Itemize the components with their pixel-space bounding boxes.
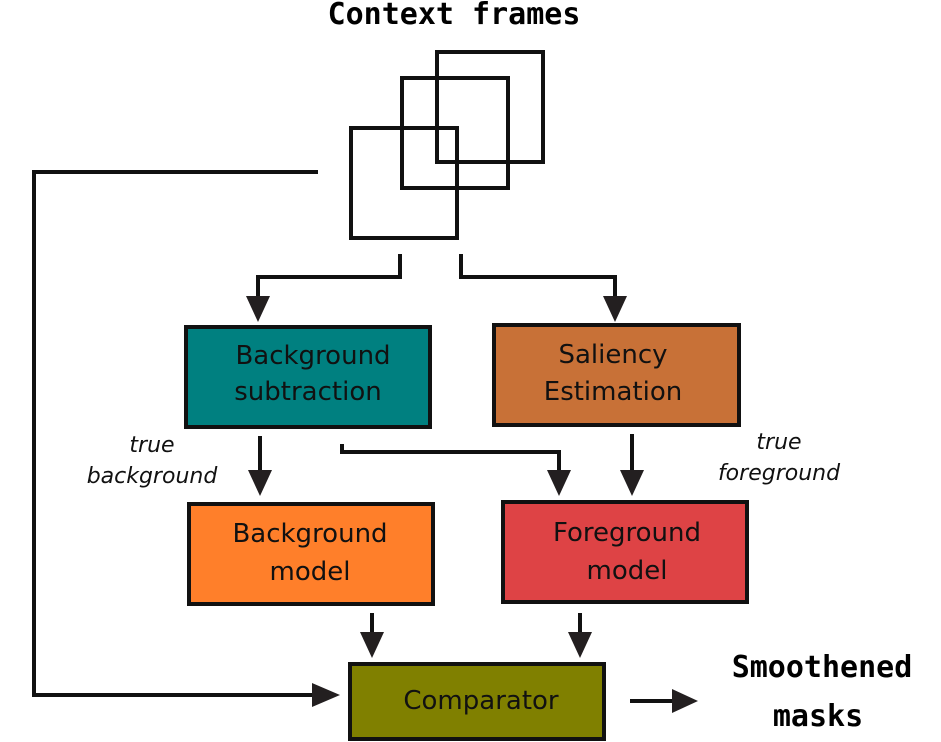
node-foreground-model: Foreground model xyxy=(501,500,749,604)
edge-bg-subtraction-to-fg-model xyxy=(340,444,561,474)
edge-frames-to-bg-subtraction xyxy=(256,254,402,300)
arrowhead-comparator-fg xyxy=(568,632,592,658)
edge-frames-to-comparator xyxy=(32,170,322,697)
output-line2: masks xyxy=(773,699,863,734)
label-line2: background xyxy=(87,464,219,489)
diagram-title: Context frames xyxy=(328,0,581,32)
context-frames-icon xyxy=(349,50,545,240)
node-label-line2: model xyxy=(270,557,351,587)
label-true-background: true background xyxy=(87,433,219,489)
arrowhead-bg-subtraction xyxy=(246,296,270,322)
node-label-line1: Foreground xyxy=(553,518,701,548)
arrowhead-saliency xyxy=(603,296,627,322)
node-label-line2: Estimation xyxy=(544,377,682,407)
node-label: Comparator xyxy=(403,686,559,716)
arrowhead-bg-model xyxy=(248,470,272,496)
label-line1: true xyxy=(129,433,174,458)
node-label-line2: model xyxy=(587,556,668,586)
node-comparator: Comparator xyxy=(348,662,606,741)
node-background-model: Background model xyxy=(187,502,435,606)
node-label-line1: Background xyxy=(232,519,387,549)
label-line2: foreground xyxy=(718,461,841,486)
arrowhead-fg-model-left xyxy=(547,470,571,496)
arrowhead-fg-model-right xyxy=(620,470,644,496)
edges xyxy=(32,170,698,713)
label-true-foreground: true foreground xyxy=(718,430,841,486)
arrowhead-comparator-left xyxy=(312,683,340,707)
output-smoothened-masks: Smoothened masks xyxy=(732,650,913,734)
arrowhead-comparator-bg xyxy=(360,632,384,658)
node-label-line2: subtraction xyxy=(234,377,381,407)
node-saliency-estimation: Saliency Estimation xyxy=(492,323,741,427)
edge-frames-to-saliency xyxy=(459,254,617,300)
node-label-line1: Saliency xyxy=(558,340,667,370)
node-label-line1: Background xyxy=(235,341,390,371)
arrowhead-output xyxy=(672,689,698,713)
output-line1: Smoothened xyxy=(732,650,913,685)
node-background-subtraction: Background subtraction xyxy=(184,325,432,429)
label-line1: true xyxy=(756,430,801,455)
